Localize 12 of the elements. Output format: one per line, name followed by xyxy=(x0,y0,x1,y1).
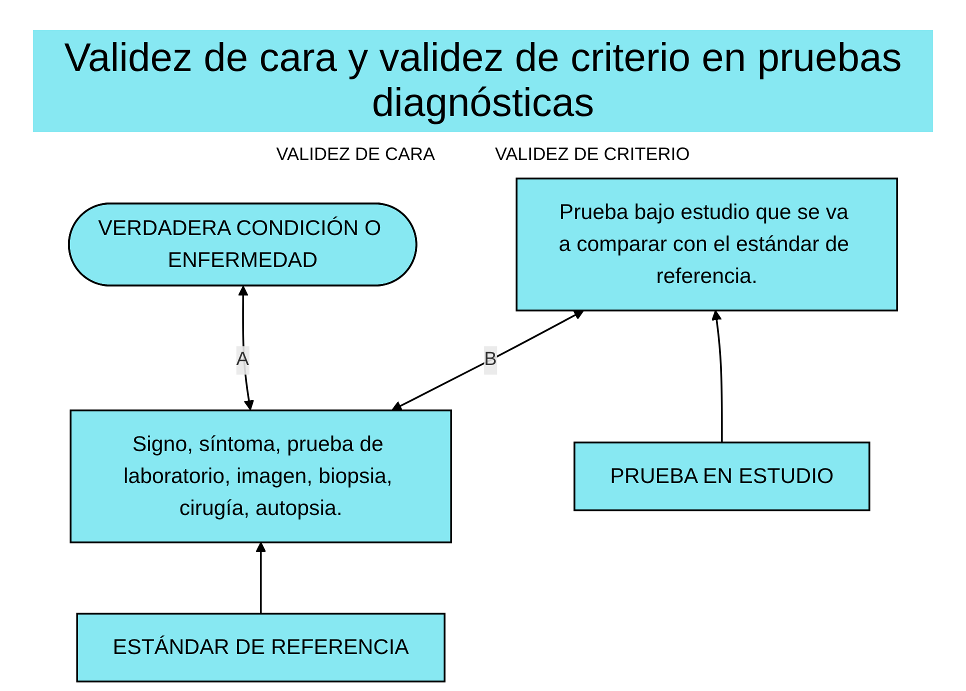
node-box: Signo, síntoma, prueba de laboratorio, imagen, biopsia, cirugía, autopsia. xyxy=(70,409,452,544)
node-box: ESTÁNDAR DE REFERENCIA xyxy=(76,612,446,682)
annotation-text: VALIDEZ DE CARA xyxy=(276,144,435,165)
arrow xyxy=(711,310,723,442)
title: Validez de cara y validez de criterio en pruebas diagnósticas xyxy=(33,30,933,132)
edge-label: A xyxy=(236,350,249,370)
annotation-text: VALIDEZ DE CRITERIO xyxy=(495,144,690,165)
node-box: Prueba bajo estudio que se va a comparar con el estándar de referencia. xyxy=(516,178,898,312)
edge-label: B xyxy=(484,350,497,370)
node-box: PRUEBA EN ESTUDIO xyxy=(574,442,870,512)
arrow xyxy=(392,310,584,411)
arrow xyxy=(256,542,266,614)
